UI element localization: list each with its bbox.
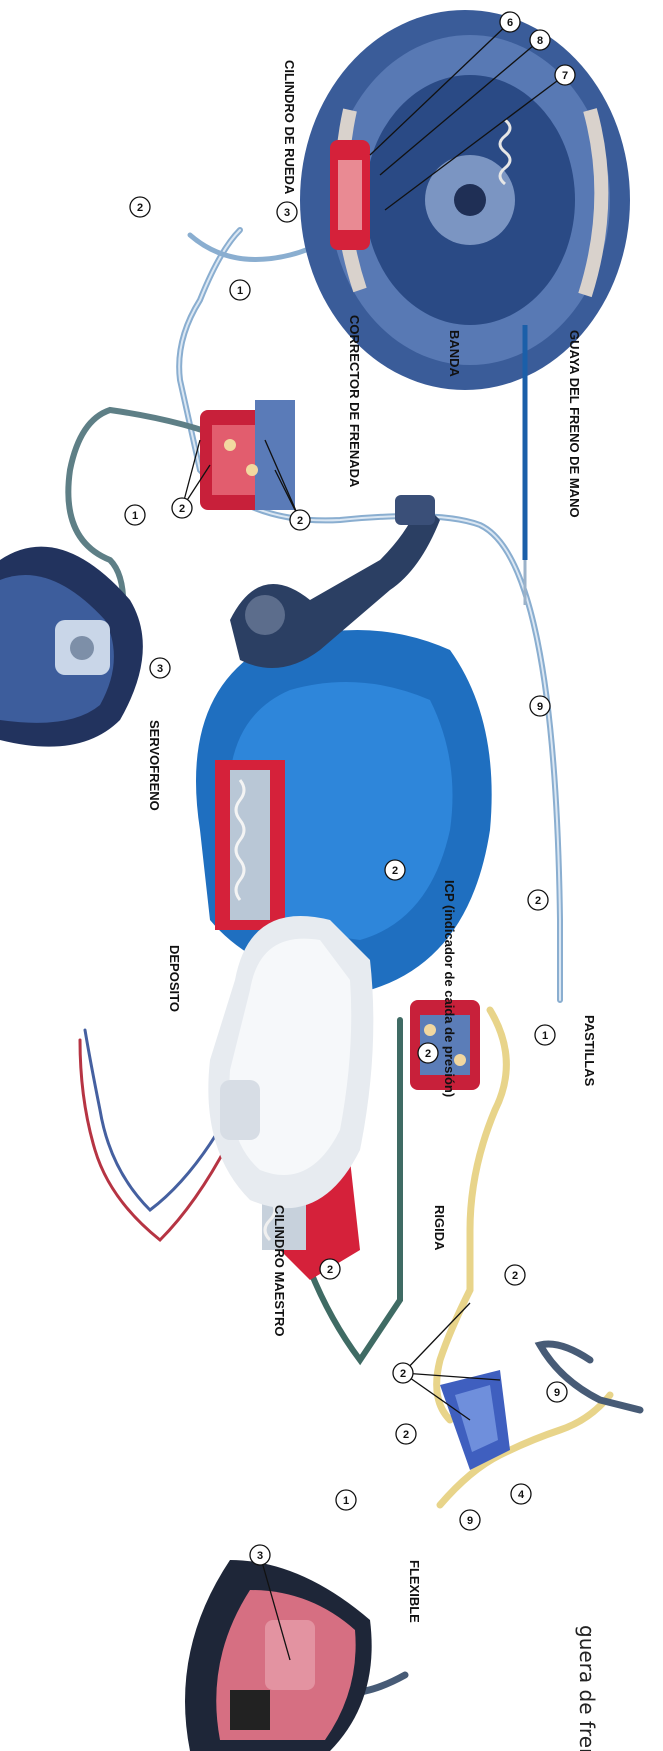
callout-4: 4	[511, 1484, 531, 1504]
caption-text: guera de freno	[575, 1625, 599, 1751]
svg-text:7: 7	[562, 70, 568, 82]
svg-text:2: 2	[535, 895, 541, 907]
callout-9-rigida: 9	[547, 1382, 567, 1402]
callout-2-icp-a: 2	[385, 860, 405, 880]
front-caliper-bottom	[185, 1560, 372, 1751]
label-rigida: RIGIDA	[432, 1205, 447, 1251]
brake-corrector	[200, 400, 295, 510]
callout-1-right: 1	[535, 1025, 555, 1045]
label-servofreno: SERVOFRENO	[147, 720, 162, 811]
svg-text:1: 1	[542, 1030, 548, 1042]
callout-2-icp-b: 2	[528, 890, 548, 910]
reservoir-deposito	[208, 916, 373, 1208]
callout-2-right-b: 2	[505, 1265, 525, 1285]
callout-2-icp-c: 2	[418, 1043, 438, 1063]
callout-1-top: 1	[230, 280, 250, 300]
callout-9-bottom: 9	[460, 1510, 480, 1530]
svg-text:2: 2	[137, 202, 143, 214]
svg-text:2: 2	[403, 1429, 409, 1441]
svg-text:3: 3	[284, 207, 290, 219]
svg-text:3: 3	[257, 1550, 263, 1562]
svg-text:1: 1	[237, 285, 243, 297]
svg-text:2: 2	[400, 1368, 406, 1380]
svg-text:1: 1	[343, 1495, 349, 1507]
label-deposito: DEPOSITO	[167, 945, 182, 1012]
svg-text:9: 9	[554, 1387, 560, 1399]
svg-text:2: 2	[512, 1270, 518, 1282]
svg-text:3: 3	[157, 663, 163, 675]
svg-text:9: 9	[537, 701, 543, 713]
svg-text:1: 1	[132, 510, 138, 522]
svg-text:4: 4	[518, 1489, 525, 1501]
callout-1-bottom: 1	[336, 1490, 356, 1510]
callout-1-mid: 1	[125, 505, 145, 525]
callout-3-mid: 3	[150, 658, 170, 678]
label-banda: BANDA	[447, 330, 462, 378]
label-corrector: CORRECTOR DE FRENADA	[347, 315, 362, 488]
svg-text:2: 2	[425, 1048, 431, 1060]
callout-9-mid: 9	[530, 696, 550, 716]
label-cilindro-rueda: CILINDRO DE RUEDA	[282, 60, 297, 195]
svg-text:2: 2	[327, 1264, 333, 1276]
label-icp: ICP (indicador de caida de presión)	[442, 880, 457, 1097]
callout-3-top: 3	[277, 202, 297, 222]
label-guaya: GUAYA DEL FRENO DE MANO	[567, 330, 582, 518]
label-pastillas: PASTILLAS	[582, 1015, 597, 1087]
svg-text:2: 2	[297, 515, 303, 527]
callout-2-flex: 2	[396, 1424, 416, 1444]
callout-2-top: 2	[130, 197, 150, 217]
label-flexible: FLEXIBLE	[407, 1560, 422, 1623]
svg-text:2: 2	[179, 503, 185, 515]
svg-text:8: 8	[537, 35, 543, 47]
svg-text:9: 9	[467, 1515, 473, 1527]
svg-text:6: 6	[507, 17, 513, 29]
label-cilindro-maestro: CILINDRO MAESTRO	[272, 1205, 287, 1336]
svg-text:2: 2	[392, 865, 398, 877]
callout-2-master: 2	[320, 1259, 340, 1279]
